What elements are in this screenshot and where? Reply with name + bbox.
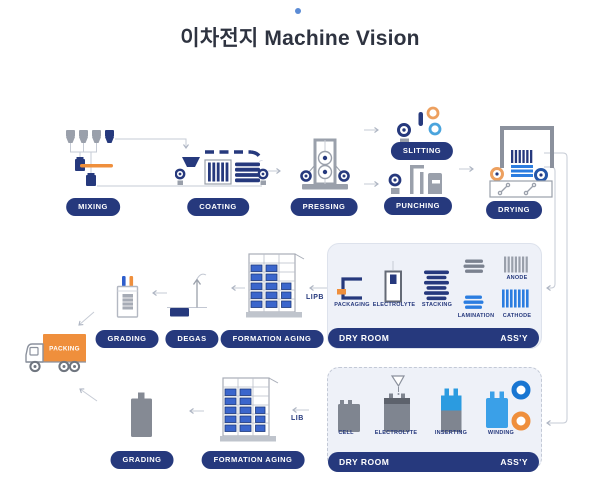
lib-label: LIB [291,415,304,422]
grading-battery-icon [131,392,152,437]
packing-truck-icon: PACKING [25,334,86,373]
stage-pill-formation-aging-mid: FORMATION AGING [220,330,324,348]
stage-pill-degas: DEGAS [165,330,219,348]
coating-icon [175,150,269,185]
caption-electrolyte-cylinder: ELECTROLYTE [374,430,418,436]
page-title: 이차전지 Machine Vision [180,27,420,50]
degas-icon [167,273,207,317]
mixing-icon [66,130,114,186]
cylinder-assembly-icons [338,375,531,432]
caption-packaging: PACKAGING [334,302,370,308]
drying-icon [489,126,554,198]
stage-pill-coating: COATING [187,198,249,216]
caption-stacking: STACKING [421,302,453,308]
caption-cathode: CATHODE [502,313,532,319]
stage-pill-mixing: MIXING [66,198,120,216]
assy-label: ASS'Y [500,333,528,343]
dry-room-bar-cylinder: DRY ROOM ASS'Y [328,452,539,472]
title-accent-dot [295,8,301,14]
pressing-icon [300,138,350,190]
lipb-label: LIPB [306,294,324,301]
assy-label-2: ASS'Y [500,457,528,467]
stage-pill-drying: DRYING [486,201,542,219]
stage-pill-slitting: SLITTING [390,142,454,160]
caption-electrolyte-pouch: ELECTROLYTE [372,302,416,308]
pouch-assembly-icons [337,256,529,309]
punching-icon [388,165,442,194]
dry-room-bar-pouch: DRY ROOM ASS'Y [328,328,539,348]
caption-anode: ANODE [506,275,528,281]
stage-pill-grading-mid: GRADING [95,330,159,348]
stage-pill-formation-aging-bottom: FORMATION AGING [201,451,305,469]
packing-label: PACKING [49,346,80,353]
dry-room-label-2: DRY ROOM [339,457,390,467]
stage-pill-punching: PUNCHING [383,197,453,215]
caption-lamination: LAMINATION [457,313,495,319]
caption-cell: CELL [338,430,354,436]
formation-aging-rack-icon [246,253,305,318]
grading-cell-icon [116,276,139,318]
stage-pill-grading-bottom: GRADING [110,451,174,469]
slitting-icon [397,106,442,145]
formation-aging-rack-icon-2 [220,377,279,442]
caption-inserting: INSERTING [434,430,468,436]
dry-room-label: DRY ROOM [339,333,390,343]
stage-pill-pressing: PRESSING [290,198,358,216]
caption-winding: WINDING [487,430,515,436]
